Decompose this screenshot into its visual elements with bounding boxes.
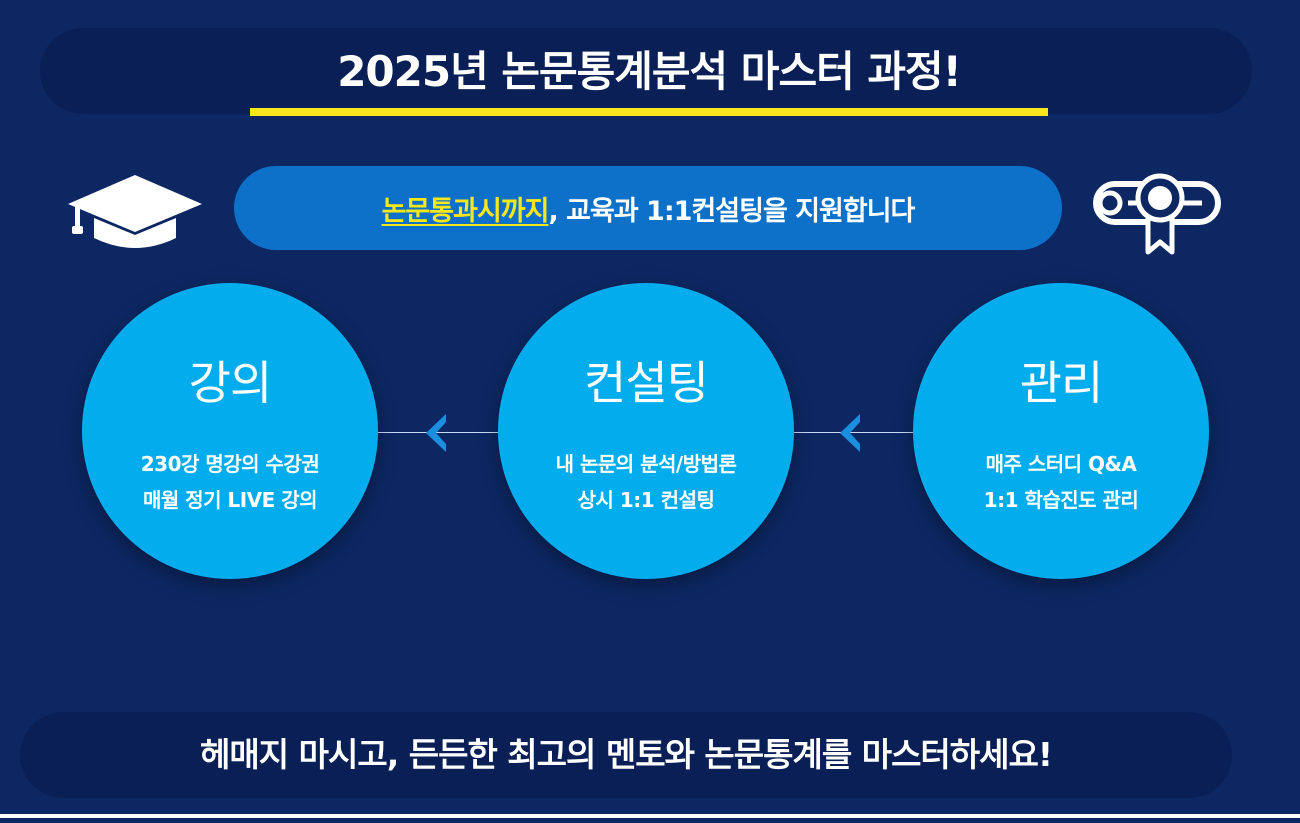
title-banner <box>40 28 1252 114</box>
step-circle-consulting: 컨설팅 내 논문의 분석/방법론 상시 1:1 컨설팅 <box>498 283 794 579</box>
step-line: 1:1 학습진도 관리 <box>983 488 1139 512</box>
step-circle-lecture: 강의 230강 명강의 수강권 매월 정기 LIVE 강의 <box>82 283 378 579</box>
arrow-left-icon <box>838 414 862 452</box>
step-circle-management: 관리 매주 스터디 Q&A 1:1 학습진도 관리 <box>913 283 1209 579</box>
subtitle-highlight: 논문통과시까지 <box>381 195 550 227</box>
step-line: 상시 1:1 컨설팅 <box>577 488 715 512</box>
page-title: 2025년 논문통계분석 마스터 과정! <box>337 47 962 96</box>
step-line: 매월 정기 LIVE 강의 <box>142 488 318 512</box>
step-title: 관리 <box>1019 356 1104 410</box>
step-title: 컨설팅 <box>584 356 709 410</box>
diploma-icon <box>1090 170 1224 256</box>
step-line: 230강 명강의 수강권 <box>140 452 320 476</box>
subtitle-banner: 논문통과시까지, 교육과 1:1컨설팅을 지원합니다 <box>234 166 1062 250</box>
title-underline <box>250 108 1048 116</box>
graduation-cap-icon <box>66 172 204 252</box>
connector-line <box>376 432 502 433</box>
step-line: 매주 스터디 Q&A <box>985 452 1137 476</box>
footer-banner <box>20 712 1232 798</box>
connector-line <box>792 432 918 433</box>
step-line: 내 논문의 분석/방법론 <box>555 452 737 476</box>
subtitle-rest: , 교육과 1:1컨설팅을 지원합니다 <box>548 195 915 227</box>
footer-rule <box>0 814 1300 818</box>
footer-text: 헤매지 마시고, 든든한 최고의 멘토와 논문통계를 마스터하세요! <box>200 735 1053 774</box>
step-title: 강의 <box>188 356 273 410</box>
arrow-left-icon <box>424 414 448 452</box>
